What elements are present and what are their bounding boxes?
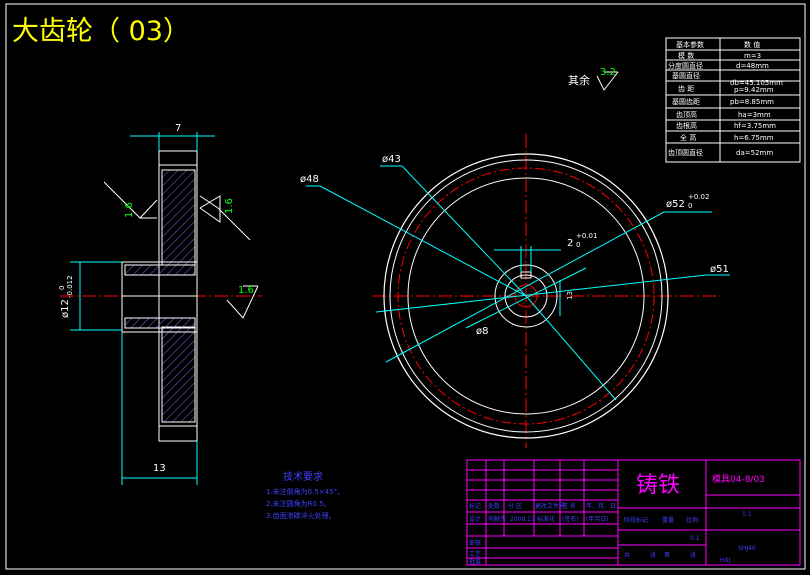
dim-length-13: 13	[153, 463, 166, 474]
tb-row1-0: 标记	[469, 502, 481, 510]
svg-text:技术要求: 技术要求	[283, 470, 323, 483]
tb-row1-4: 签 名	[562, 502, 576, 510]
svg-text:3.齿面渗碳淬火处理。: 3.齿面渗碳淬火处理。	[266, 511, 336, 520]
tb-footer-3: 张	[690, 551, 696, 559]
dim-d48: ø48	[300, 174, 319, 185]
title-block: 标记 处数 分 区 更改文件号 签 名 年、月、日 设计 何献杰 2008.12…	[466, 459, 801, 566]
svg-text:分度圆直径: 分度圆直径	[668, 61, 703, 70]
tb-row2-2: 2008.12	[510, 516, 535, 523]
dim-keyway-tol-low: 0	[576, 241, 580, 249]
tb-row2-0: 设计	[469, 515, 481, 523]
tb-footer-2: 第	[664, 551, 670, 559]
tb-cell-weight: 重量	[662, 516, 674, 524]
svg-text:模 数: 模 数	[678, 51, 694, 60]
tb-row1-3: 更改文件号	[535, 502, 565, 510]
tb-row4-0: 工艺	[469, 550, 481, 558]
svg-text:齿顶高: 齿顶高	[676, 110, 697, 119]
tb-row1-1: 处数	[488, 502, 500, 510]
svg-text:d=48mm: d=48mm	[736, 62, 769, 70]
dim-bore-tol: -0.012	[66, 275, 74, 298]
svg-text:其余: 其余	[568, 73, 590, 87]
roughness-left-face: 1.6	[124, 202, 135, 218]
svg-text:da=52mm: da=52mm	[736, 149, 773, 157]
dim-keyway-tol-up: +0.01	[576, 232, 597, 240]
dim-d52: ø52	[666, 199, 685, 210]
dim-width-7: 7	[175, 123, 181, 134]
svg-text:2.未注圆角为R0.5。: 2.未注圆角为R0.5。	[266, 499, 331, 508]
tb-drawing-no: 模具04-8/03	[712, 474, 765, 485]
tb-footer-1: 张	[650, 551, 656, 559]
drawing-frame	[5, 3, 806, 570]
roughness-bore: 1.6	[238, 285, 254, 296]
param-table: 基本参数 数 值 模 数 m=3 分度圆直径 d=48mm 基圆直径 db=45…	[665, 37, 801, 163]
dim-d8: ø8	[476, 326, 488, 337]
svg-text:hf=3.75mm: hf=3.75mm	[734, 122, 776, 130]
svg-text:1.未注倒角为0.5×45°。: 1.未注倒角为0.5×45°。	[266, 487, 344, 496]
svg-text:p=9.42mm: p=9.42mm	[734, 86, 774, 94]
front-view: ø48 ø43 ø52 +0.02 0 ø51 2 +0.01 0 ø8 13	[300, 134, 730, 448]
svg-text:pb=8.85mm: pb=8.85mm	[730, 98, 774, 106]
svg-text:基圆直径: 基圆直径	[672, 71, 700, 80]
svg-text:齿顶圆直径: 齿顶圆直径	[668, 148, 703, 157]
dim-keyway: 2	[567, 238, 573, 249]
svg-text:m=3: m=3	[744, 52, 761, 60]
dim-bore-main: ø12	[60, 299, 71, 318]
dim-d52-tol-low: 0	[688, 202, 692, 210]
svg-text:h=6.75mm: h=6.75mm	[734, 134, 774, 142]
tb-page: 0.1	[690, 535, 700, 542]
param-header-value: 数 值	[744, 40, 760, 49]
tb-cell-stage: 阶段标记	[624, 516, 648, 524]
tb-footer-0: 共	[624, 551, 630, 559]
tb-row2-5: (年月日)	[586, 515, 609, 523]
tb-row2-4: (签名)	[562, 515, 579, 523]
drawing-title: 大齿轮（ 03）	[12, 16, 190, 47]
roughness-rest: 其余 3.2	[568, 67, 619, 91]
side-view: 7 13 ø12 -0.012 0 1.6 1.6 1.6	[58, 123, 262, 485]
tb-scale: 1:1	[742, 511, 752, 518]
dim-bore-tol-up: 0	[58, 286, 66, 290]
dim-d51: ø51	[710, 264, 729, 275]
svg-text:基圆齿距: 基圆齿距	[672, 97, 700, 106]
tb-row1-2: 分 区	[508, 502, 522, 510]
tb-cell-ratio: 比例	[686, 516, 698, 524]
dim-d52-tol-up: +0.02	[688, 193, 709, 201]
tech-notes: 技术要求 1.未注倒角为0.5×45°。 2.未注圆角为R0.5。 3.齿面渗碳…	[266, 470, 344, 520]
tb-maker: SHJ40	[738, 545, 756, 552]
dim-v13: 13	[566, 291, 574, 300]
svg-text:ha=3mm: ha=3mm	[738, 111, 771, 119]
tb-maker-id: HXJ	[720, 557, 731, 564]
svg-text:齿根高: 齿根高	[676, 121, 697, 130]
tb-row4-1: 批准	[469, 558, 481, 566]
roughness-right-face: 1.6	[224, 198, 235, 214]
tb-row1-5: 年、月、日	[586, 502, 616, 510]
svg-text:db=45.105mm: db=45.105mm	[730, 79, 783, 87]
tb-row2-1: 何献杰	[488, 515, 506, 523]
param-header-name: 基本参数	[676, 40, 704, 49]
svg-text:全 高: 全 高	[680, 133, 696, 142]
svg-text:齿 距: 齿 距	[678, 85, 694, 93]
tb-row3-0: 审核	[469, 539, 481, 547]
tb-material: 铸铁	[636, 473, 680, 498]
svg-text:3.2: 3.2	[600, 67, 616, 78]
tb-row2-3: 标准化	[537, 515, 555, 523]
dim-d43: ø43	[382, 154, 401, 165]
